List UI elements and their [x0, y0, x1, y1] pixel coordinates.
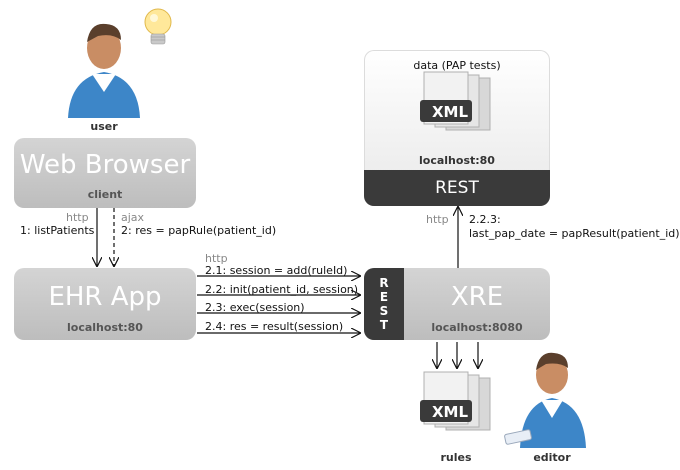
ehr-app-title: EHR App: [48, 282, 162, 312]
xre-rest-letter: S: [379, 304, 389, 318]
xml-rules-text: XML: [431, 403, 469, 421]
rules-label: rules: [440, 451, 472, 464]
data-rest-label: REST: [435, 178, 479, 198]
label-step-223: 2.2.3:: [469, 213, 501, 226]
xre-rest-letter: E: [379, 290, 389, 304]
xre-rest-letter: R: [379, 276, 389, 290]
data-rest-footer: REST: [364, 170, 550, 206]
label-call-1: 2.1: session = add(ruleId): [205, 264, 348, 277]
label-pap-result: last_pap_date = papResult(patient_id): [469, 227, 680, 240]
data-title: data (PAP tests): [413, 59, 501, 72]
label-ajax: ajax: [121, 211, 145, 224]
label-call-3: 2.3: exec(session): [205, 301, 305, 314]
ehr-app-subtitle: localhost:80: [67, 321, 143, 334]
label-http-browser: http: [66, 211, 89, 224]
user-label: user: [90, 120, 118, 133]
label-call-4: 2.4: res = result(session): [205, 320, 344, 333]
xre-rest-letter: T: [379, 318, 389, 332]
web-browser-subtitle: client: [87, 188, 123, 201]
label-call-2: 2.2: init(patient_id, session): [205, 283, 359, 296]
data-subtitle: localhost:80: [419, 154, 495, 167]
editor-label: editor: [533, 451, 571, 464]
xre-subtitle: localhost:8080: [431, 321, 523, 334]
xml-data-text: XML: [431, 103, 469, 121]
label-http-ehr: http: [205, 252, 228, 265]
label-list-patients: 1: listPatients: [20, 224, 95, 237]
xre-title: XRE: [450, 282, 504, 312]
web-browser-title: Web Browser: [19, 150, 191, 180]
web-browser-node: Web Browser client: [14, 138, 196, 208]
label-pap-rule: 2: res = papRule(patient_id): [121, 224, 277, 237]
ehr-app-node: EHR App localhost:80: [14, 268, 196, 340]
label-http-data: http: [426, 213, 449, 226]
